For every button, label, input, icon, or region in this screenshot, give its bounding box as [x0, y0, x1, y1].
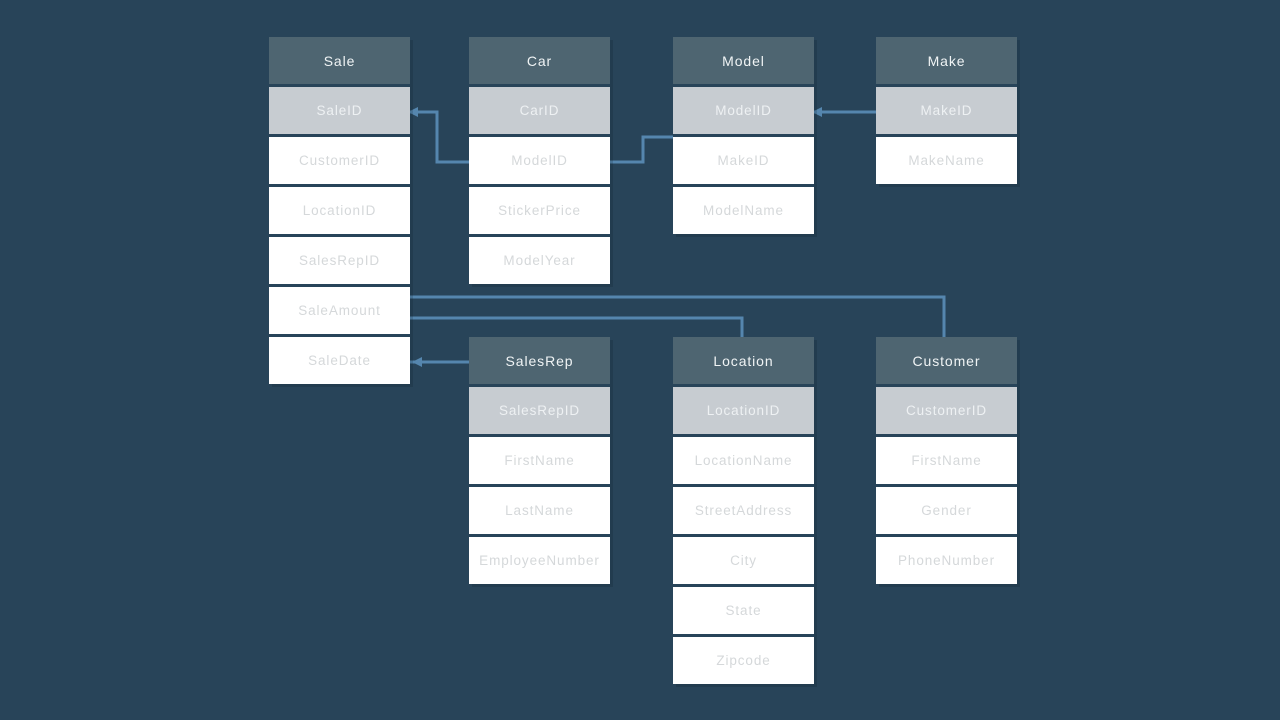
field-make-makeid: MakeID — [876, 87, 1017, 134]
field-location-locationname: LocationName — [673, 437, 814, 484]
field-salesrep-lastname: LastName — [469, 487, 610, 534]
table-make-title: Make — [876, 37, 1017, 84]
field-location-state: State — [673, 587, 814, 634]
field-sale-saledate: SaleDate — [269, 337, 410, 384]
arrowhead-model-modelid-to-make-makeid — [812, 107, 822, 117]
field-customer-firstname: FirstName — [876, 437, 1017, 484]
field-sale-locationid: LocationID — [269, 187, 410, 234]
field-customer-customerid: CustomerID — [876, 387, 1017, 434]
arrowhead-sale-saleid-to-car-modelid — [408, 107, 418, 117]
field-salesrep-salesrepid: SalesRepID — [469, 387, 610, 434]
table-model-title: Model — [673, 37, 814, 84]
field-sale-saleid: SaleID — [269, 87, 410, 134]
field-salesrep-firstname: FirstName — [469, 437, 610, 484]
field-car-carid: CarID — [469, 87, 610, 134]
field-car-modelid: ModelID — [469, 137, 610, 184]
connector-sale-saleid-to-car-modelid — [410, 110, 469, 164]
field-car-stickerprice: StickerPrice — [469, 187, 610, 234]
field-sale-saleamount: SaleAmount — [269, 287, 410, 334]
field-location-zipcode: Zipcode — [673, 637, 814, 684]
field-location-streetaddress: StreetAddress — [673, 487, 814, 534]
field-model-modelid: ModelID — [673, 87, 814, 134]
field-model-makeid: MakeID — [673, 137, 814, 184]
field-customer-phonenumber: PhoneNumber — [876, 537, 1017, 584]
field-car-modelyear: ModelYear — [469, 237, 610, 284]
table-sale-title: Sale — [269, 37, 410, 84]
field-location-locationid: LocationID — [673, 387, 814, 434]
field-model-modelname: ModelName — [673, 187, 814, 234]
table-location-title: Location — [673, 337, 814, 384]
table-car-title: Car — [469, 37, 610, 84]
field-location-city: City — [673, 537, 814, 584]
table-salesrep-title: SalesRep — [469, 337, 610, 384]
field-sale-customerid: CustomerID — [269, 137, 410, 184]
arrowhead-sale-saledate-to-salesrep — [412, 357, 422, 367]
field-salesrep-employeenumber: EmployeeNumber — [469, 537, 610, 584]
table-customer-title: Customer — [876, 337, 1017, 384]
field-sale-salesrepid: SalesRepID — [269, 237, 410, 284]
connector-sale-saleamount-to-location — [410, 316, 744, 337]
field-make-makename: MakeName — [876, 137, 1017, 184]
field-customer-gender: Gender — [876, 487, 1017, 534]
connector-sale-saleamount-to-customer — [410, 295, 946, 337]
connector-car-modelid-to-model — [610, 135, 673, 164]
